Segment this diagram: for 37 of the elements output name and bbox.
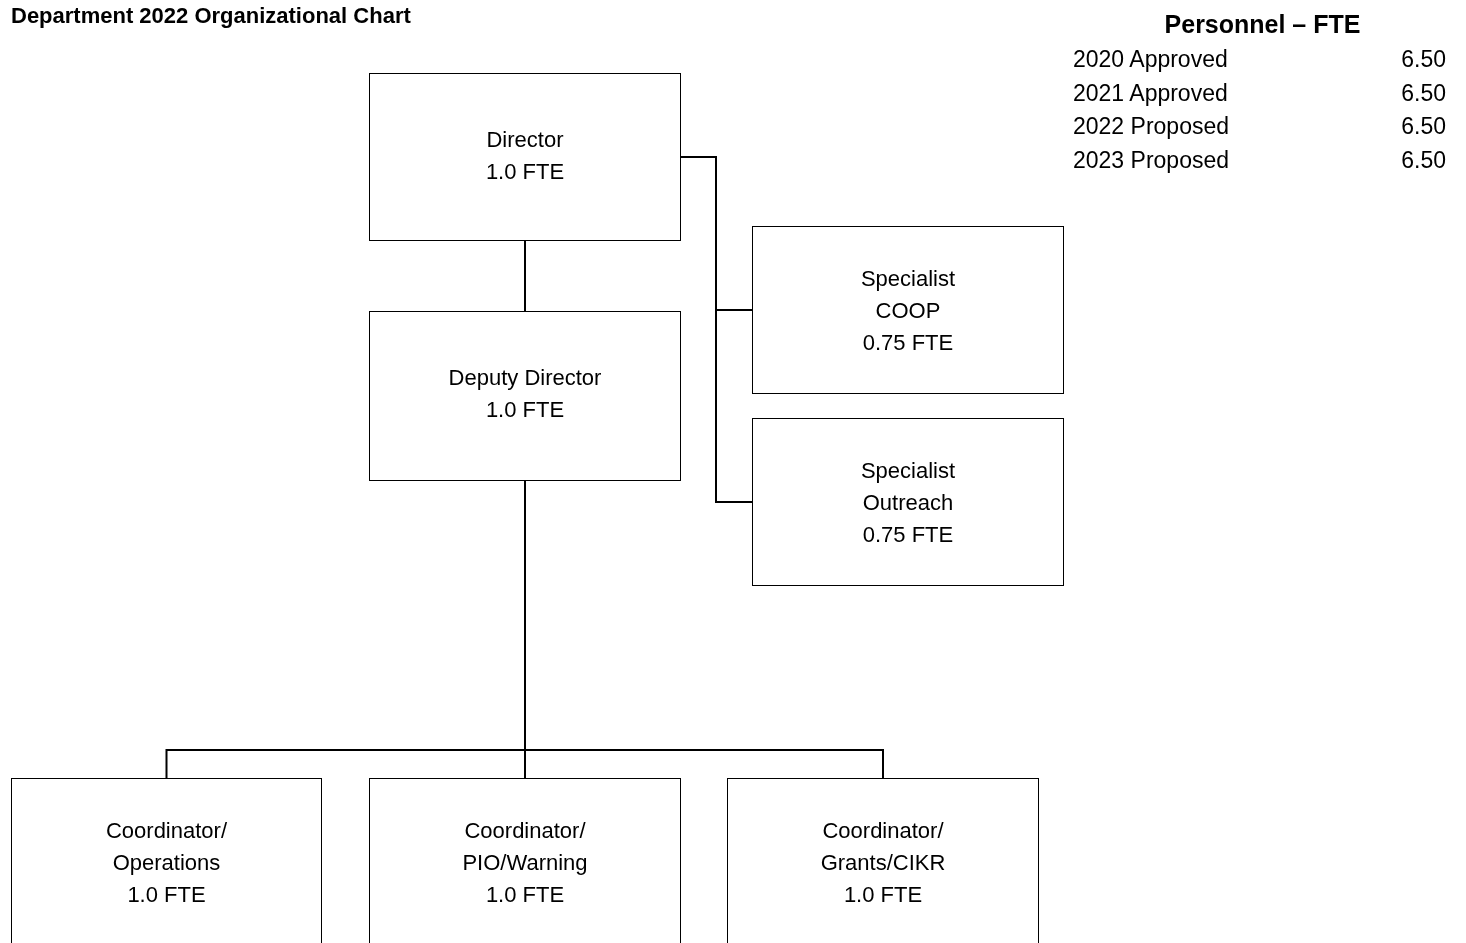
fte-value: 6.50 [1401, 78, 1446, 108]
fte-value: 6.50 [1401, 45, 1446, 74]
position-label: PIO/Warning [462, 849, 588, 877]
position-label: Specialist [860, 457, 956, 485]
position-label: 0.75 FTE [862, 329, 954, 357]
position-label: 1.0 FTE [127, 881, 206, 909]
position-box [369, 311, 681, 481]
chart-title: Department 2022 Organizational Chart [11, 3, 411, 29]
position-label: Outreach [862, 489, 954, 517]
position-box [11, 778, 322, 943]
row-label: 2022 Proposed [1073, 112, 1229, 141]
position-box [752, 226, 1064, 394]
position-label: Director [486, 126, 564, 154]
position-box [369, 73, 681, 241]
position-label: Specialist [860, 265, 956, 293]
position-label: Grants/CIKR [820, 849, 946, 877]
position-box [752, 418, 1064, 586]
position-label: 1.0 FTE [485, 158, 565, 186]
position-label: 1.0 FTE [485, 881, 565, 909]
position-box [369, 778, 681, 943]
connector-line [524, 240, 526, 312]
position-label: Coordinator/ [464, 817, 586, 845]
row-label: 2020 Approved [1073, 45, 1228, 74]
position-box [727, 778, 1039, 943]
position-label: Coordinator/ [105, 817, 228, 845]
row-label: 2023 Proposed [1073, 145, 1229, 175]
fte-value: 6.50 [1401, 145, 1446, 175]
position-label: Deputy Director [448, 364, 602, 392]
position-label: 1.0 FTE [843, 881, 923, 909]
position-label: 1.0 FTE [485, 396, 565, 424]
table-heading: Personnel – FTE [1163, 9, 1362, 39]
fte-value: 6.50 [1401, 112, 1446, 141]
row-label: 2021 Approved [1073, 78, 1228, 108]
position-label: COOP [875, 297, 941, 325]
position-label: Operations [112, 849, 221, 877]
position-label: Coordinator/ [822, 817, 944, 845]
position-label: 0.75 FTE [862, 521, 954, 549]
